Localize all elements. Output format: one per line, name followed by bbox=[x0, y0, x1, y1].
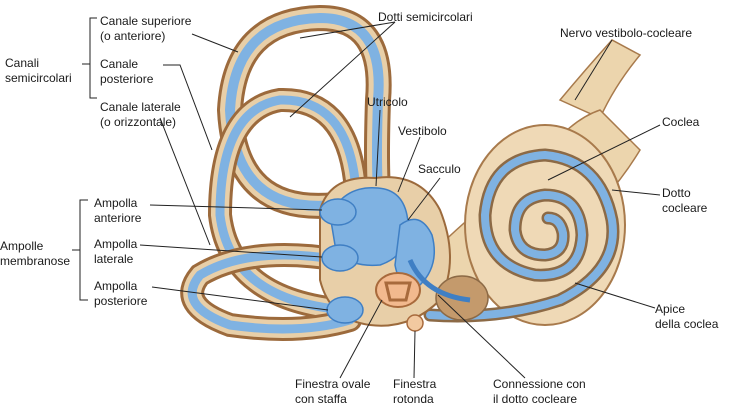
membranous-ampullae-group-label: Ampolle membranose bbox=[0, 239, 71, 268]
posterior-canal-label: Canale posteriore bbox=[100, 57, 154, 86]
vestibulocochlear-nerve-shape bbox=[558, 39, 642, 119]
semicircular-canals-group-label: Canali semicircolari bbox=[5, 56, 72, 85]
cochlear-duct-spiral-inner bbox=[426, 150, 617, 320]
stapes-icon bbox=[375, 272, 421, 308]
anterior-ampulla-shape bbox=[319, 198, 357, 226]
utricle-label: Utricolo bbox=[367, 95, 408, 109]
posterior-canal-duct bbox=[215, 95, 360, 315]
vestibulocochlear-nerve-label: Nervo vestibolo-cocleare bbox=[560, 26, 693, 40]
leader-lines bbox=[72, 17, 661, 379]
cochlea-label: Coclea bbox=[662, 115, 700, 129]
cochlear-duct-label: Dotto cocleare bbox=[662, 186, 708, 215]
semicircular-ducts-label: Dotti semicircolari bbox=[378, 10, 473, 24]
lateral-ampulla-label: Ampolla laterale bbox=[94, 237, 138, 266]
round-window-shape bbox=[406, 314, 424, 332]
lateral-canal-duct bbox=[187, 250, 355, 334]
superior-canal-duct bbox=[224, 12, 384, 211]
cochlear-connection-label: Connessione con il dotto cocleare bbox=[493, 377, 586, 406]
oval-window-label: Finestra ovale con staffa bbox=[295, 377, 371, 406]
cochlear-connection-duct bbox=[407, 258, 471, 303]
saccule-label: Sacculo bbox=[418, 162, 461, 176]
lateral-ampulla-shape bbox=[321, 244, 359, 272]
posterior-ampulla-label: Ampolla posteriore bbox=[94, 279, 148, 308]
superior-canal-label: Canale superiore (o anteriore) bbox=[100, 14, 192, 43]
cochlear-apex-label: Apice della coclea bbox=[655, 302, 719, 331]
round-window-label: Finestra rotonda bbox=[393, 377, 437, 406]
vestibule-label: Vestibolo bbox=[398, 124, 447, 138]
posterior-ampulla-shape bbox=[326, 296, 364, 324]
anterior-ampulla-label: Ampolla anteriore bbox=[94, 196, 142, 225]
lateral-canal-label: Canale laterale (o orizzontale) bbox=[100, 100, 181, 129]
